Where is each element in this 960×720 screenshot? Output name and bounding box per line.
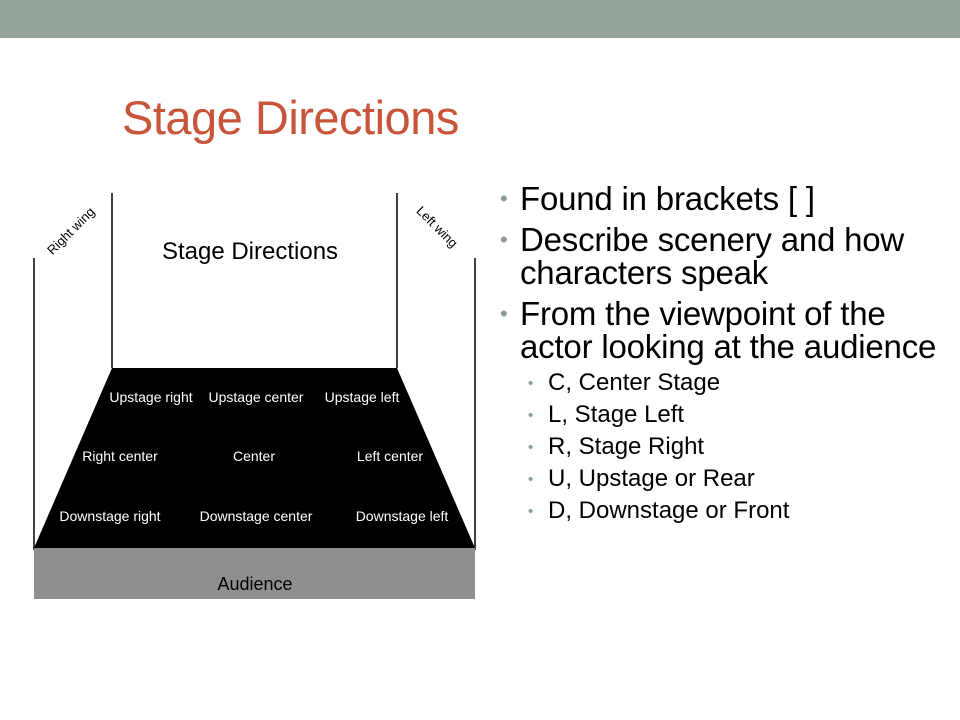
sub-bullet-item: U, Upstage or Rear: [498, 467, 938, 493]
audience-area: [34, 548, 475, 599]
cell-left-center: Left center: [357, 448, 423, 464]
stage-area: [34, 368, 475, 548]
sub-bullet-item: D, Downstage or Front: [498, 499, 938, 525]
sub-bullet-item: L, Stage Left: [498, 403, 938, 429]
left-wing-label: Left wing: [413, 203, 460, 250]
slide-title: Stage Directions: [122, 91, 459, 144]
cell-downstage-center: Downstage center: [200, 508, 313, 524]
cell-right-center: Right center: [82, 448, 158, 464]
bullet-item: Found in brackets [ ]: [498, 182, 938, 215]
bullet-list: Found in brackets [ ] Describe scenery a…: [498, 182, 938, 531]
cell-upstage-center: Upstage center: [209, 389, 304, 405]
sub-bullet-item: R, Stage Right: [498, 435, 938, 461]
right-wing-label: Right wing: [44, 204, 98, 258]
top-bar: [0, 0, 960, 38]
cell-center: Center: [233, 448, 275, 464]
diagram-heading: Stage Directions: [162, 238, 338, 265]
cell-downstage-right: Downstage right: [59, 508, 160, 524]
bullet-item: Describe scenery and how characters spea…: [498, 223, 938, 289]
cell-upstage-right: Upstage right: [109, 389, 192, 405]
sub-bullet-item: C, Center Stage: [498, 371, 938, 397]
cell-upstage-left: Upstage left: [325, 389, 400, 405]
bullet-item: From the viewpoint of the actor looking …: [498, 297, 938, 363]
cell-downstage-left: Downstage left: [356, 508, 449, 524]
audience-label: Audience: [217, 574, 292, 594]
